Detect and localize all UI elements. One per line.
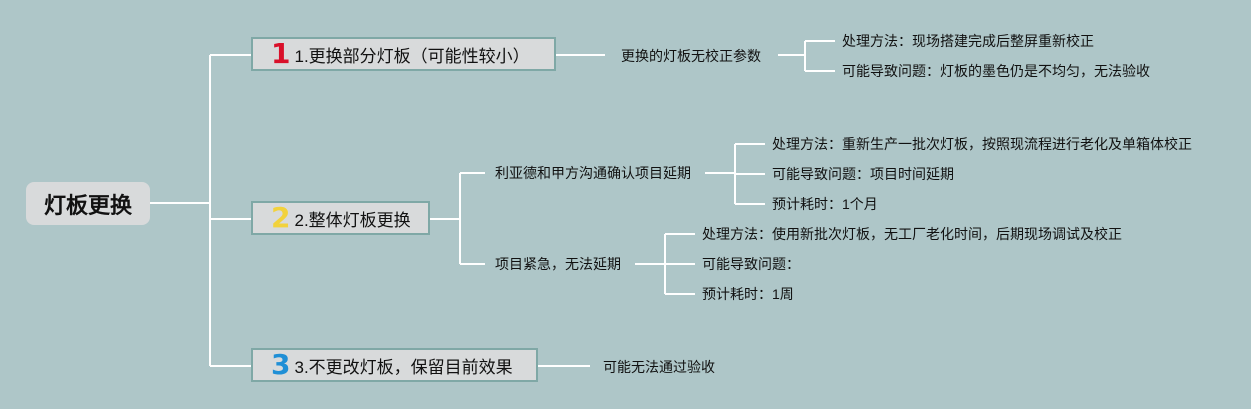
branch-1-child-1-detail-1: 处理方法：现场搭建完成后整屏重新校正 [842,33,1094,49]
branch-2-child-2-detail-2: 可能导致问题： [702,256,800,272]
branch-2-child-2-detail-1: 处理方法：使用新批次灯板，无工厂老化时间，后期现场调试及校正 [702,226,1122,242]
branch-3-label: 3.不更改灯板，保留目前效果 [294,357,513,377]
branch-1-child-1[interactable]: 更换的灯板无校正参数 [621,48,761,64]
branch-2-node[interactable]: 2 2.整体灯板更换 [251,201,430,235]
branch-2-child-1[interactable]: 利亚德和甲方沟通确认项目延期 [495,165,691,181]
branch-1-label: 1.更换部分灯板（可能性较小） [294,46,530,66]
branch-1-child-1-detail-2: 可能导致问题：灯板的墨色仍是不均匀，无法验收 [842,63,1150,79]
branch-2-child-1-detail-3: 预计耗时：1个月 [772,196,878,212]
branch-2-child-1-detail-2: 可能导致问题：项目时间延期 [772,166,954,182]
root-node[interactable]: 灯板更换 [26,182,150,225]
branch-2-label: 2.整体灯板更换 [294,210,411,230]
branch-3-node[interactable]: 3 3.不更改灯板，保留目前效果 [251,348,538,382]
branch-2-child-1-detail-1: 处理方法：重新生产一批次灯板，按照现流程进行老化及单箱体校正 [772,136,1192,152]
branch-1-node[interactable]: 1 1.更换部分灯板（可能性较小） [251,37,556,71]
number-1-badge: 1 [271,37,291,70]
number-3-badge: 3 [271,348,291,381]
branch-2-child-2[interactable]: 项目紧急，无法延期 [495,256,621,272]
number-2-badge: 2 [271,201,291,234]
branch-2-child-2-detail-3: 预计耗时：1周 [702,286,794,302]
branch-3-child-1[interactable]: 可能无法通过验收 [603,359,715,375]
root-label: 灯板更换 [43,192,132,218]
